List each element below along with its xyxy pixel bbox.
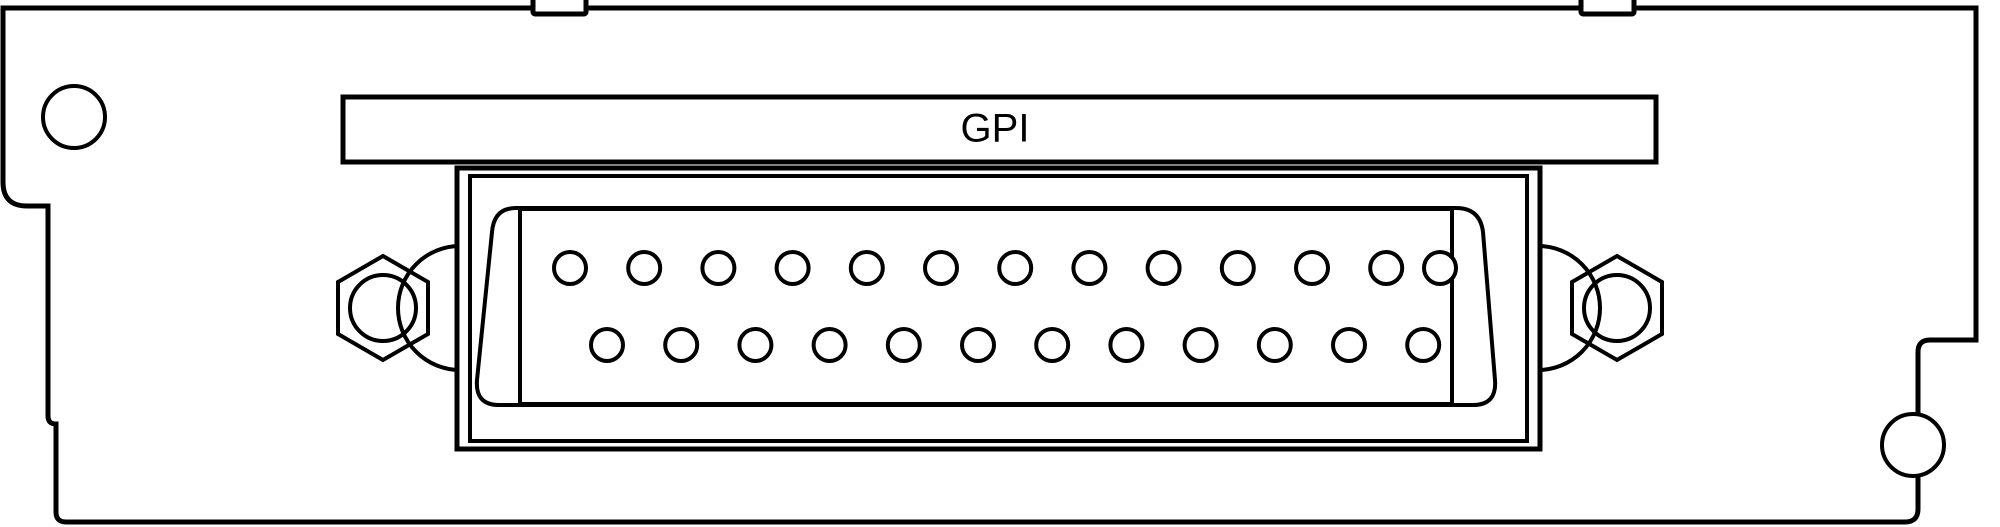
pin-hole <box>1036 329 1068 361</box>
pin-hole <box>999 252 1031 284</box>
pin-row-top <box>554 252 1456 284</box>
dsub-shell-outer-profile <box>477 208 1495 405</box>
jackscrew-right-hex-nut <box>1572 256 1662 360</box>
jackscrew-left-bore <box>350 275 416 341</box>
bracket-tab-left <box>533 0 586 14</box>
pin-hole <box>1407 329 1439 361</box>
pin-hole <box>1148 252 1180 284</box>
pin-hole <box>1259 329 1291 361</box>
pin-hole <box>702 252 734 284</box>
pin-hole <box>1073 252 1105 284</box>
dsub-shell-inner-profile <box>520 209 1452 404</box>
mount-hole-bottom-right <box>1882 414 1944 476</box>
mount-hole-top-left <box>43 86 105 148</box>
connector-shell-inner <box>470 176 1527 441</box>
label-plate-text: GPI <box>961 107 1030 151</box>
pin-hole <box>962 329 994 361</box>
pin-hole <box>1296 252 1328 284</box>
pin-hole <box>1333 329 1365 361</box>
pin-hole <box>591 329 623 361</box>
pin-hole <box>1370 252 1402 284</box>
pin-hole <box>554 252 586 284</box>
pin-hole <box>851 252 883 284</box>
pin-row-bottom <box>591 329 1439 361</box>
pin-hole <box>1185 329 1217 361</box>
jackscrew-left-hex-nut <box>338 256 428 360</box>
label-plate <box>343 97 1656 162</box>
pin-hole <box>814 329 846 361</box>
pin-hole <box>888 329 920 361</box>
pin-hole <box>777 252 809 284</box>
bracket-tab-right <box>1581 0 1634 14</box>
pin-hole <box>925 252 957 284</box>
pin-hole <box>1110 329 1142 361</box>
pin-hole <box>739 329 771 361</box>
pin-hole <box>1222 252 1254 284</box>
pin-hole <box>628 252 660 284</box>
pin-hole <box>665 329 697 361</box>
pin-hole <box>1424 252 1456 284</box>
jackscrew-right-bore <box>1584 275 1650 341</box>
